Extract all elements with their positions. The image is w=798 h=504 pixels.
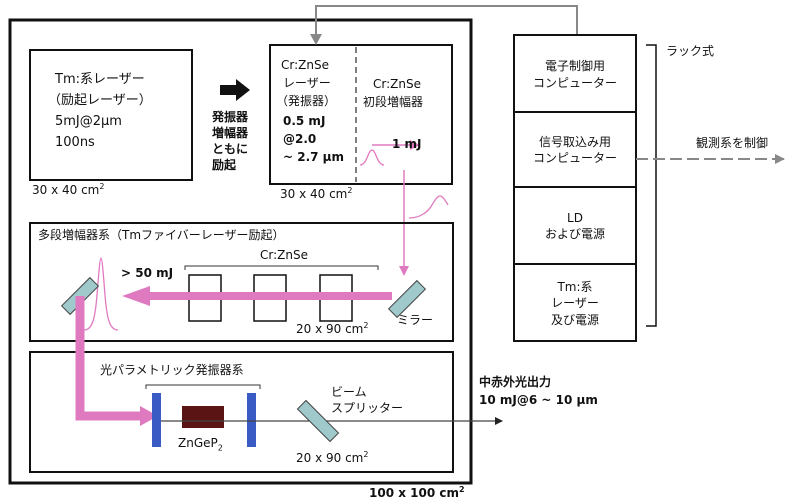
multi-amp-box xyxy=(29,222,454,342)
multi-amp-crystal-label: Cr:ZnSe xyxy=(260,248,308,262)
multi-amp-energy: > 50 mJ xyxy=(121,266,174,280)
opo-output-mirror xyxy=(247,393,256,447)
amplified-pulse-icon xyxy=(408,195,449,219)
rack-cell-electronic-control: 電子制御用 コンピューター xyxy=(514,37,636,112)
rack-cell3-line1: LD xyxy=(567,210,583,225)
opo-title: 光パラメトリック発振器系 xyxy=(100,363,244,377)
first-amp-energy: 1 mJ xyxy=(392,137,422,151)
oscillator-size: 30 x 40 cm2 xyxy=(280,186,353,201)
opo-bracket xyxy=(145,384,261,389)
pump-note-line1: 発振器 xyxy=(212,110,249,124)
mirror-label: ミラー xyxy=(397,313,434,327)
output-line2: 10 mJ@6 ~ 10 μm xyxy=(479,393,598,407)
pump-beam-head xyxy=(140,406,158,426)
pump-beam xyxy=(75,296,142,421)
control-line-head xyxy=(310,34,322,45)
rack-cell1-line2: コンピューター xyxy=(532,75,617,90)
osc-line1: Cr:ZnSe xyxy=(281,58,329,72)
output-line1: 中赤外光出力 xyxy=(479,375,552,389)
tm-laser-box xyxy=(29,49,193,181)
seed-pulse-icon xyxy=(359,149,385,166)
first-amp-line1: Cr:ZnSe xyxy=(373,77,421,91)
amplified-beam xyxy=(122,286,392,306)
outer-frame xyxy=(8,18,473,485)
rack-cell3-line2: および電源 xyxy=(544,227,605,241)
zngep2-label: ZnGeP2 xyxy=(178,436,223,453)
rack-label: ラック式 xyxy=(666,44,715,58)
rack-cell1-line1: 電子制御用 xyxy=(544,59,605,74)
tm-laser-line4: 100ns xyxy=(55,135,95,150)
oscillator-box xyxy=(269,44,453,185)
pump-note-line3: ともに xyxy=(212,142,249,156)
pump-note-line2: 増幅器 xyxy=(212,126,249,140)
beam-splitter xyxy=(296,399,340,443)
tm-laser-line1: Tm:系レーザー xyxy=(55,72,145,87)
rack-cell4-line1: Tm:系 xyxy=(557,280,593,295)
tm-laser-size: 30 x 40 cm2 xyxy=(32,182,105,197)
rack-cell2-line1: 信号取込み用 xyxy=(538,134,611,149)
splitter-label-line2: スプリッター xyxy=(331,401,404,415)
rack-cell4-line3: 及び電源 xyxy=(550,312,599,327)
osc-line2: レーザー xyxy=(283,76,331,90)
rack-cell4-line2: レーザー xyxy=(551,296,599,311)
output-pulse-icon xyxy=(83,257,119,331)
rack-cell-ld-power: LD および電源 xyxy=(514,188,636,264)
opo-box xyxy=(29,351,454,473)
osc-line3: （発振器） xyxy=(276,94,337,108)
total-size: 100 x 100 cm2 xyxy=(369,485,465,500)
control-line xyxy=(315,5,578,36)
tm-laser-line3: 5mJ@2μm xyxy=(55,114,122,129)
osc-line6: ~ 2.7 μm xyxy=(283,150,345,164)
first-amp-line2: 初段増幅器 xyxy=(363,95,424,109)
crystal-bracket xyxy=(184,265,379,270)
opo-size: 20 x 90 cm2 xyxy=(296,450,369,465)
rack-cell-signal-acquisition: 信号取込み用 コンピューター xyxy=(514,113,636,187)
pump-note-line4: 励起 xyxy=(212,158,237,172)
osc-line5: @2.0 xyxy=(283,132,317,146)
multi-amp-title: 多段増幅器系（Tmファイバーレーザー励起） xyxy=(38,228,285,242)
zngep2-crystal xyxy=(182,406,224,428)
tm-laser-line2: （励起レーザー） xyxy=(48,93,152,108)
pump-arrow-icon xyxy=(220,79,250,101)
rack-cell2-line2: コンピューター xyxy=(532,151,617,165)
rack-cell-tm-laser-power: Tm:系 レーザー 及び電源 xyxy=(514,266,636,341)
osc-line4: 0.5 mJ xyxy=(283,114,326,128)
control-note: 観測系を制御 xyxy=(696,136,769,150)
rack-bracket xyxy=(646,44,657,327)
opo-input-mirror xyxy=(152,393,161,447)
right-mirror xyxy=(387,279,427,319)
splitter-label-line1: ビーム xyxy=(331,385,367,399)
multi-amp-size: 20 x 90 cm2 xyxy=(296,321,369,336)
